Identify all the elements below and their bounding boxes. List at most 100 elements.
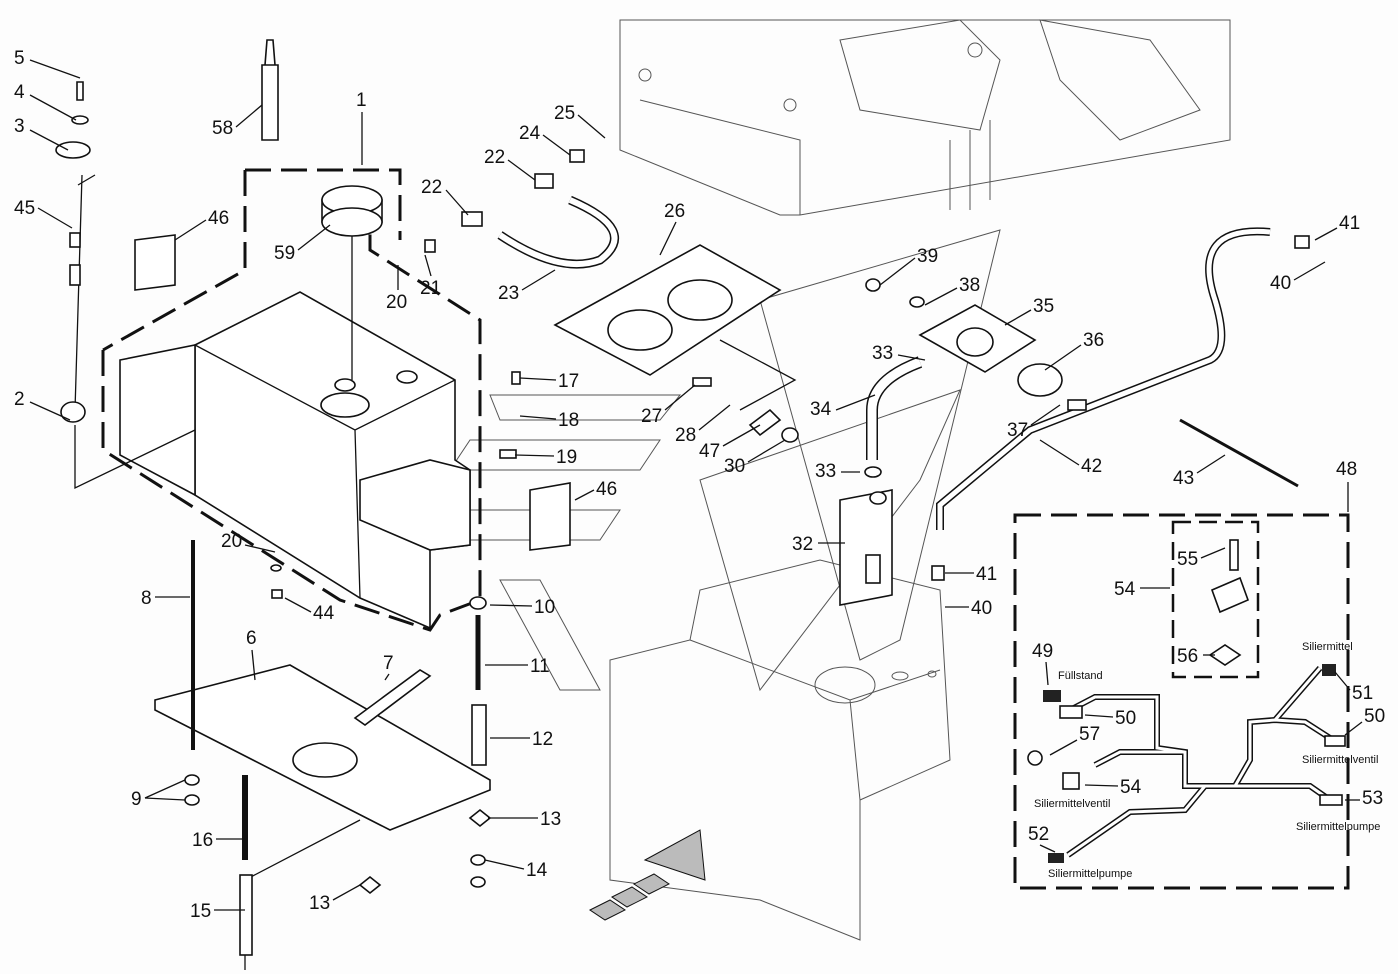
spacer-tube	[239, 874, 253, 956]
callout-number: 54	[1114, 579, 1136, 600]
callout-number: 35	[1033, 296, 1054, 317]
leader-line	[924, 287, 958, 306]
leader-line	[519, 377, 557, 381]
callout-number: 17	[558, 371, 579, 392]
callout-number: 15	[190, 901, 211, 922]
callout-number: 37	[1007, 420, 1028, 441]
callout-number: 25	[554, 103, 575, 124]
callout-number: 26	[664, 201, 685, 222]
callout-number: 6	[246, 628, 257, 649]
leader-line	[384, 673, 390, 681]
leader-line	[664, 384, 696, 411]
sticker-2	[529, 482, 571, 551]
callout-number: 24	[519, 123, 541, 144]
leader-line	[1039, 844, 1056, 853]
leader-line	[1344, 721, 1363, 736]
solenoid	[1210, 576, 1250, 614]
leader-line	[1045, 661, 1049, 686]
level-sensor	[55, 81, 196, 490]
leader-line	[879, 257, 916, 286]
callout-number: 44	[313, 603, 335, 624]
tank	[119, 291, 471, 630]
leader-line	[244, 544, 276, 553]
leader-line	[659, 221, 677, 256]
callout-number: 18	[558, 410, 579, 431]
callout-number: 3	[14, 116, 25, 137]
leader-line	[1049, 739, 1078, 756]
label-fuellstand: Füllstand	[1058, 670, 1103, 682]
callout-number: 22	[421, 177, 442, 198]
callout-number: 36	[1083, 330, 1104, 351]
leader-line	[1334, 671, 1351, 691]
label-siliermittelpumpe-left: Siliermittelpumpe	[1048, 868, 1132, 880]
leader-line	[542, 134, 571, 156]
callout-number: 7	[383, 653, 394, 674]
leader-line	[1200, 547, 1226, 559]
callout-number: 46	[596, 479, 617, 500]
callout-number: 28	[675, 425, 696, 446]
callout-number: 2	[14, 389, 25, 410]
callout-number: 59	[274, 243, 295, 264]
callout-number: 47	[699, 441, 720, 462]
leader-line	[284, 597, 312, 613]
callout-number: 55	[1177, 549, 1198, 570]
callout-number: 43	[1173, 468, 1194, 489]
label-siliermittel: Siliermittel	[1302, 641, 1353, 653]
leader-line	[144, 797, 186, 801]
leader-line	[332, 884, 361, 901]
leader-line	[37, 207, 73, 229]
leader-line	[424, 254, 432, 277]
hose	[497, 195, 619, 269]
leader-line	[747, 439, 786, 463]
leader-line	[445, 189, 469, 216]
leader-line	[1196, 454, 1226, 474]
leader-line	[1044, 344, 1082, 371]
direction-arrow	[589, 829, 706, 921]
leader-line	[489, 604, 533, 607]
callout-number: 22	[484, 147, 505, 168]
sealant-tube	[261, 39, 279, 141]
callout-number: 27	[641, 406, 662, 427]
callout-number: 45	[14, 198, 35, 219]
leader-line	[835, 394, 876, 411]
callout-number: 58	[212, 118, 233, 139]
sticker	[134, 234, 176, 291]
leader-line	[1314, 227, 1338, 241]
pipe	[936, 227, 1271, 530]
callout-number: 56	[1177, 646, 1198, 667]
callout-number: 50	[1115, 708, 1136, 729]
tank-lid	[321, 185, 383, 380]
callout-number: 11	[530, 656, 550, 677]
bracket	[154, 664, 491, 970]
leader-line	[577, 114, 606, 139]
callout-number: 9	[131, 789, 142, 810]
leader-line	[174, 219, 207, 241]
callout-number: 13	[540, 809, 561, 830]
callout-number: 51	[1352, 683, 1373, 704]
tray	[553, 244, 797, 411]
callout-number: 14	[526, 860, 548, 881]
callout-number: 12	[532, 729, 553, 750]
callout-number: 30	[724, 456, 745, 477]
callout-number: 10	[534, 597, 555, 618]
leader-line	[698, 404, 731, 431]
leader-line	[897, 354, 926, 361]
leader-line	[484, 859, 525, 870]
leader-line	[29, 401, 71, 421]
callout-number: 20	[386, 292, 407, 313]
installed-tank-outline	[609, 559, 951, 941]
label-siliermittelpumpe-right: Siliermittelpumpe	[1296, 821, 1380, 833]
callout-number: 41	[976, 564, 997, 585]
callout-number: 46	[208, 208, 229, 229]
leader-line	[1084, 714, 1114, 718]
leader-line	[1039, 439, 1080, 466]
callout-number: 19	[556, 447, 577, 468]
leader-line	[521, 269, 556, 291]
callout-number: 40	[1270, 273, 1291, 294]
callout-number: 48	[1336, 459, 1357, 480]
callout-number: 33	[815, 461, 836, 482]
strip	[353, 669, 432, 726]
label-siliermittelventil-left: Siliermittelventil	[1034, 798, 1110, 810]
